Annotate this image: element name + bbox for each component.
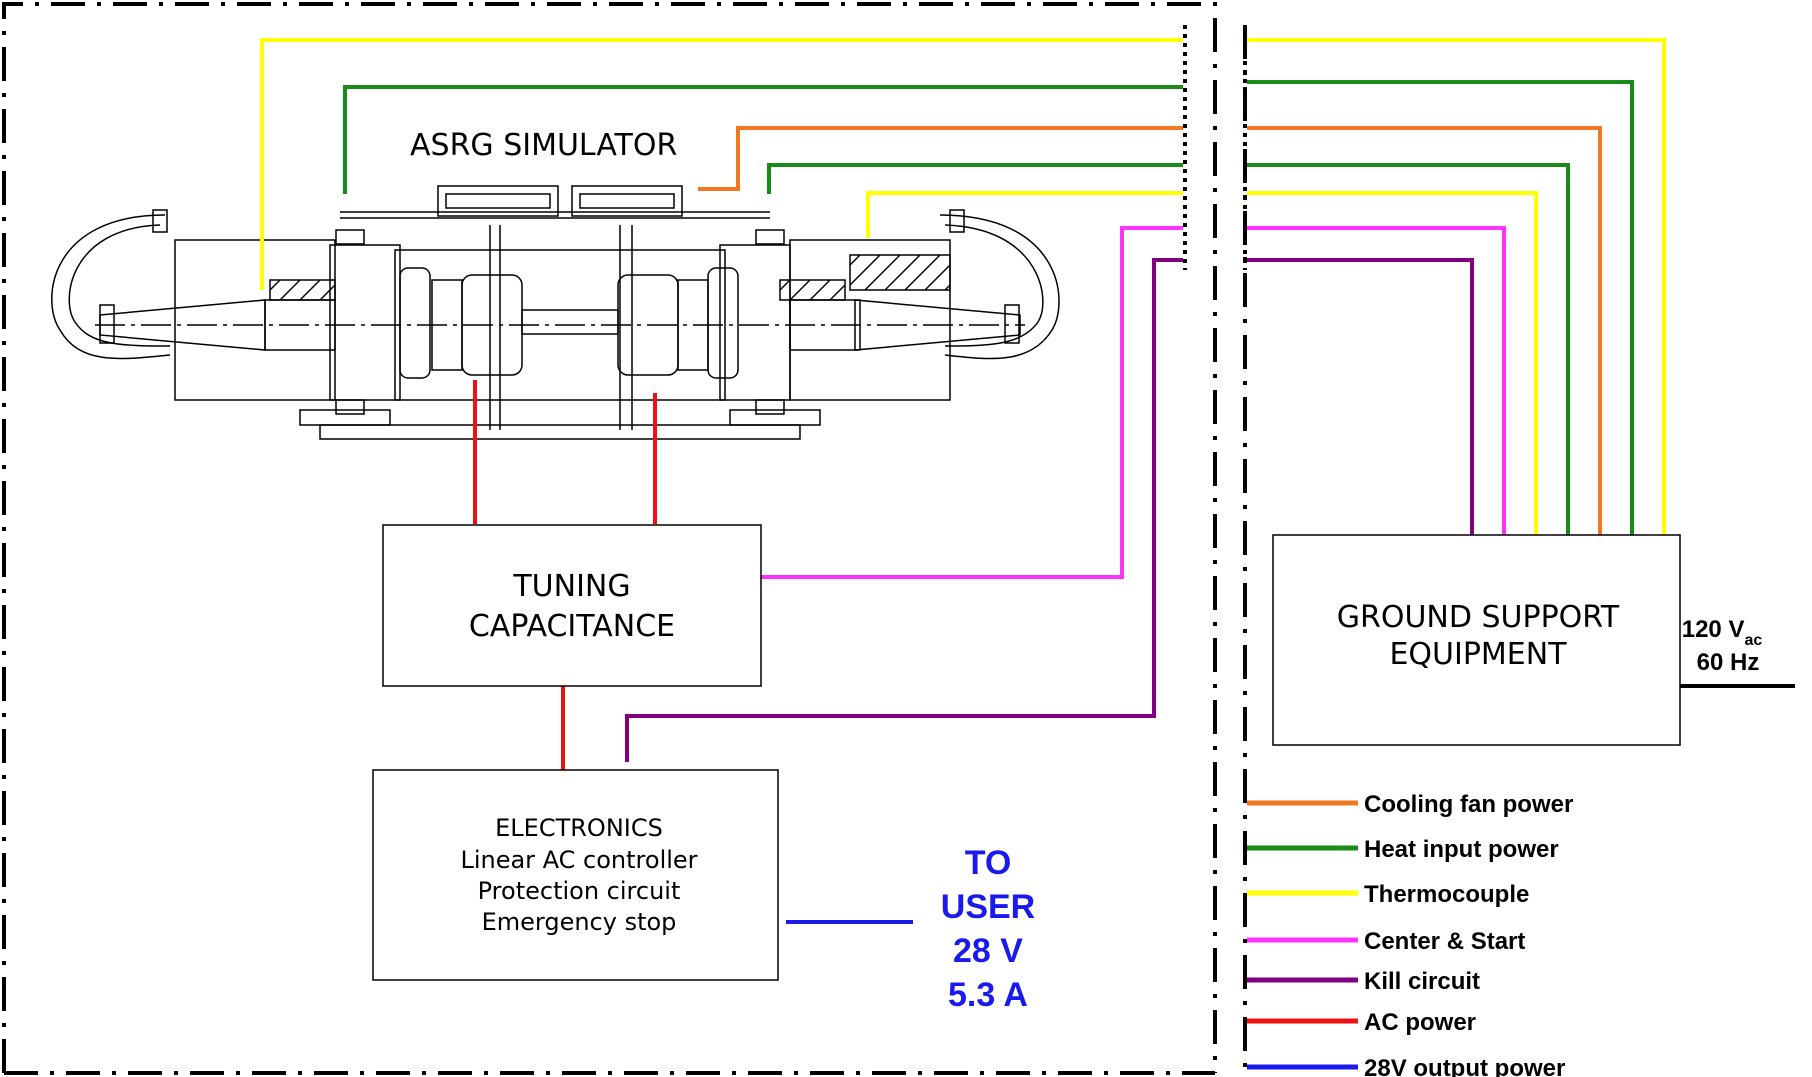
- wire-ac-power: [473, 380, 657, 770]
- tuning-label-1: TUNING: [512, 569, 630, 604]
- title-asrg-simulator: ASRG SIMULATOR: [410, 128, 677, 163]
- electronics-label-4: Emergency stop: [482, 908, 677, 936]
- wire-thermocouple: [260, 38, 1666, 535]
- simulator-boundary: [2, 2, 1247, 1073]
- tuning-capacitance-box: [382, 524, 762, 687]
- electronics-label-2: Linear AC controller: [460, 846, 697, 874]
- legend-label: Thermocouple: [1364, 881, 1529, 908]
- wire-center-start: [757, 226, 1506, 579]
- wire-kill-circuit: [625, 258, 1474, 762]
- gse-label-1: GROUND SUPPORT: [1337, 600, 1620, 635]
- to-user-line-2: USER: [941, 888, 1035, 926]
- supply-voltage-value: 120 V: [1682, 616, 1745, 643]
- electronics-label-3: Protection circuit: [478, 877, 681, 905]
- to-user-label: TO USER 28 V 5.3 A: [941, 844, 1035, 1014]
- electronics-box: [372, 769, 779, 981]
- wire-heat-input: [343, 80, 1634, 535]
- asrg-simulator-drawing: [51, 185, 1060, 440]
- legend-label: Heat input power: [1364, 836, 1559, 863]
- to-user-line-3: 28 V: [953, 932, 1023, 970]
- legend-label: Cooling fan power: [1364, 791, 1573, 818]
- supply-voltage-sub: ac: [1744, 632, 1762, 649]
- legend-label: 28V output power: [1364, 1055, 1565, 1077]
- supply-frequency: 60 Hz: [1697, 649, 1760, 676]
- gse-label-2: EQUIPMENT: [1389, 637, 1567, 672]
- to-user-line-1: TO: [965, 844, 1012, 882]
- electronics-label-1: ELECTRONICS: [495, 814, 663, 842]
- legend-label: Kill circuit: [1364, 968, 1480, 995]
- tuning-label-2: CAPACITANCE: [469, 609, 675, 644]
- ground-support-box: [1272, 534, 1681, 746]
- wire-cooling-fan: [698, 126, 1602, 535]
- to-user-line-4: 5.3 A: [948, 976, 1028, 1014]
- legend-label: AC power: [1364, 1009, 1476, 1036]
- legend-label: Center & Start: [1364, 928, 1525, 955]
- supply-voltage: 120 Vac: [1682, 616, 1763, 649]
